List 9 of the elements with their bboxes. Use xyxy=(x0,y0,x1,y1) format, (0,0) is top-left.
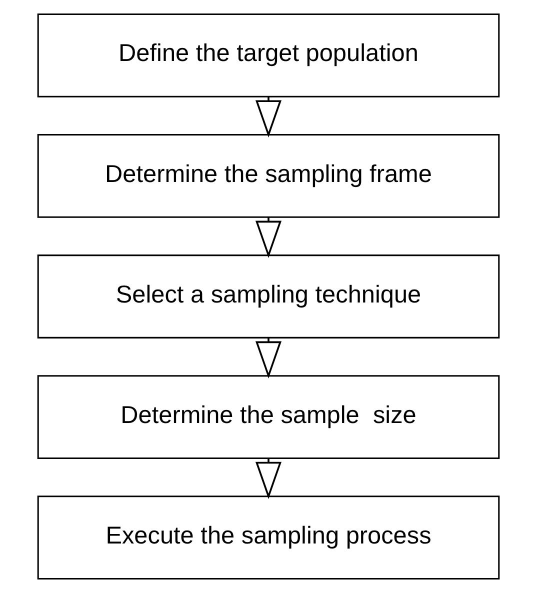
node-box: Define the target population xyxy=(37,13,500,98)
node-box: Select a sampling technique xyxy=(37,254,500,338)
arrow xyxy=(255,96,282,138)
arrow xyxy=(255,458,282,500)
arrow xyxy=(255,217,282,258)
node-box: Determine the sample size xyxy=(37,375,500,459)
node-box: Determine the sampling frame xyxy=(37,134,500,218)
arrow xyxy=(255,338,282,379)
node-box: Execute the sampling process xyxy=(37,496,500,580)
